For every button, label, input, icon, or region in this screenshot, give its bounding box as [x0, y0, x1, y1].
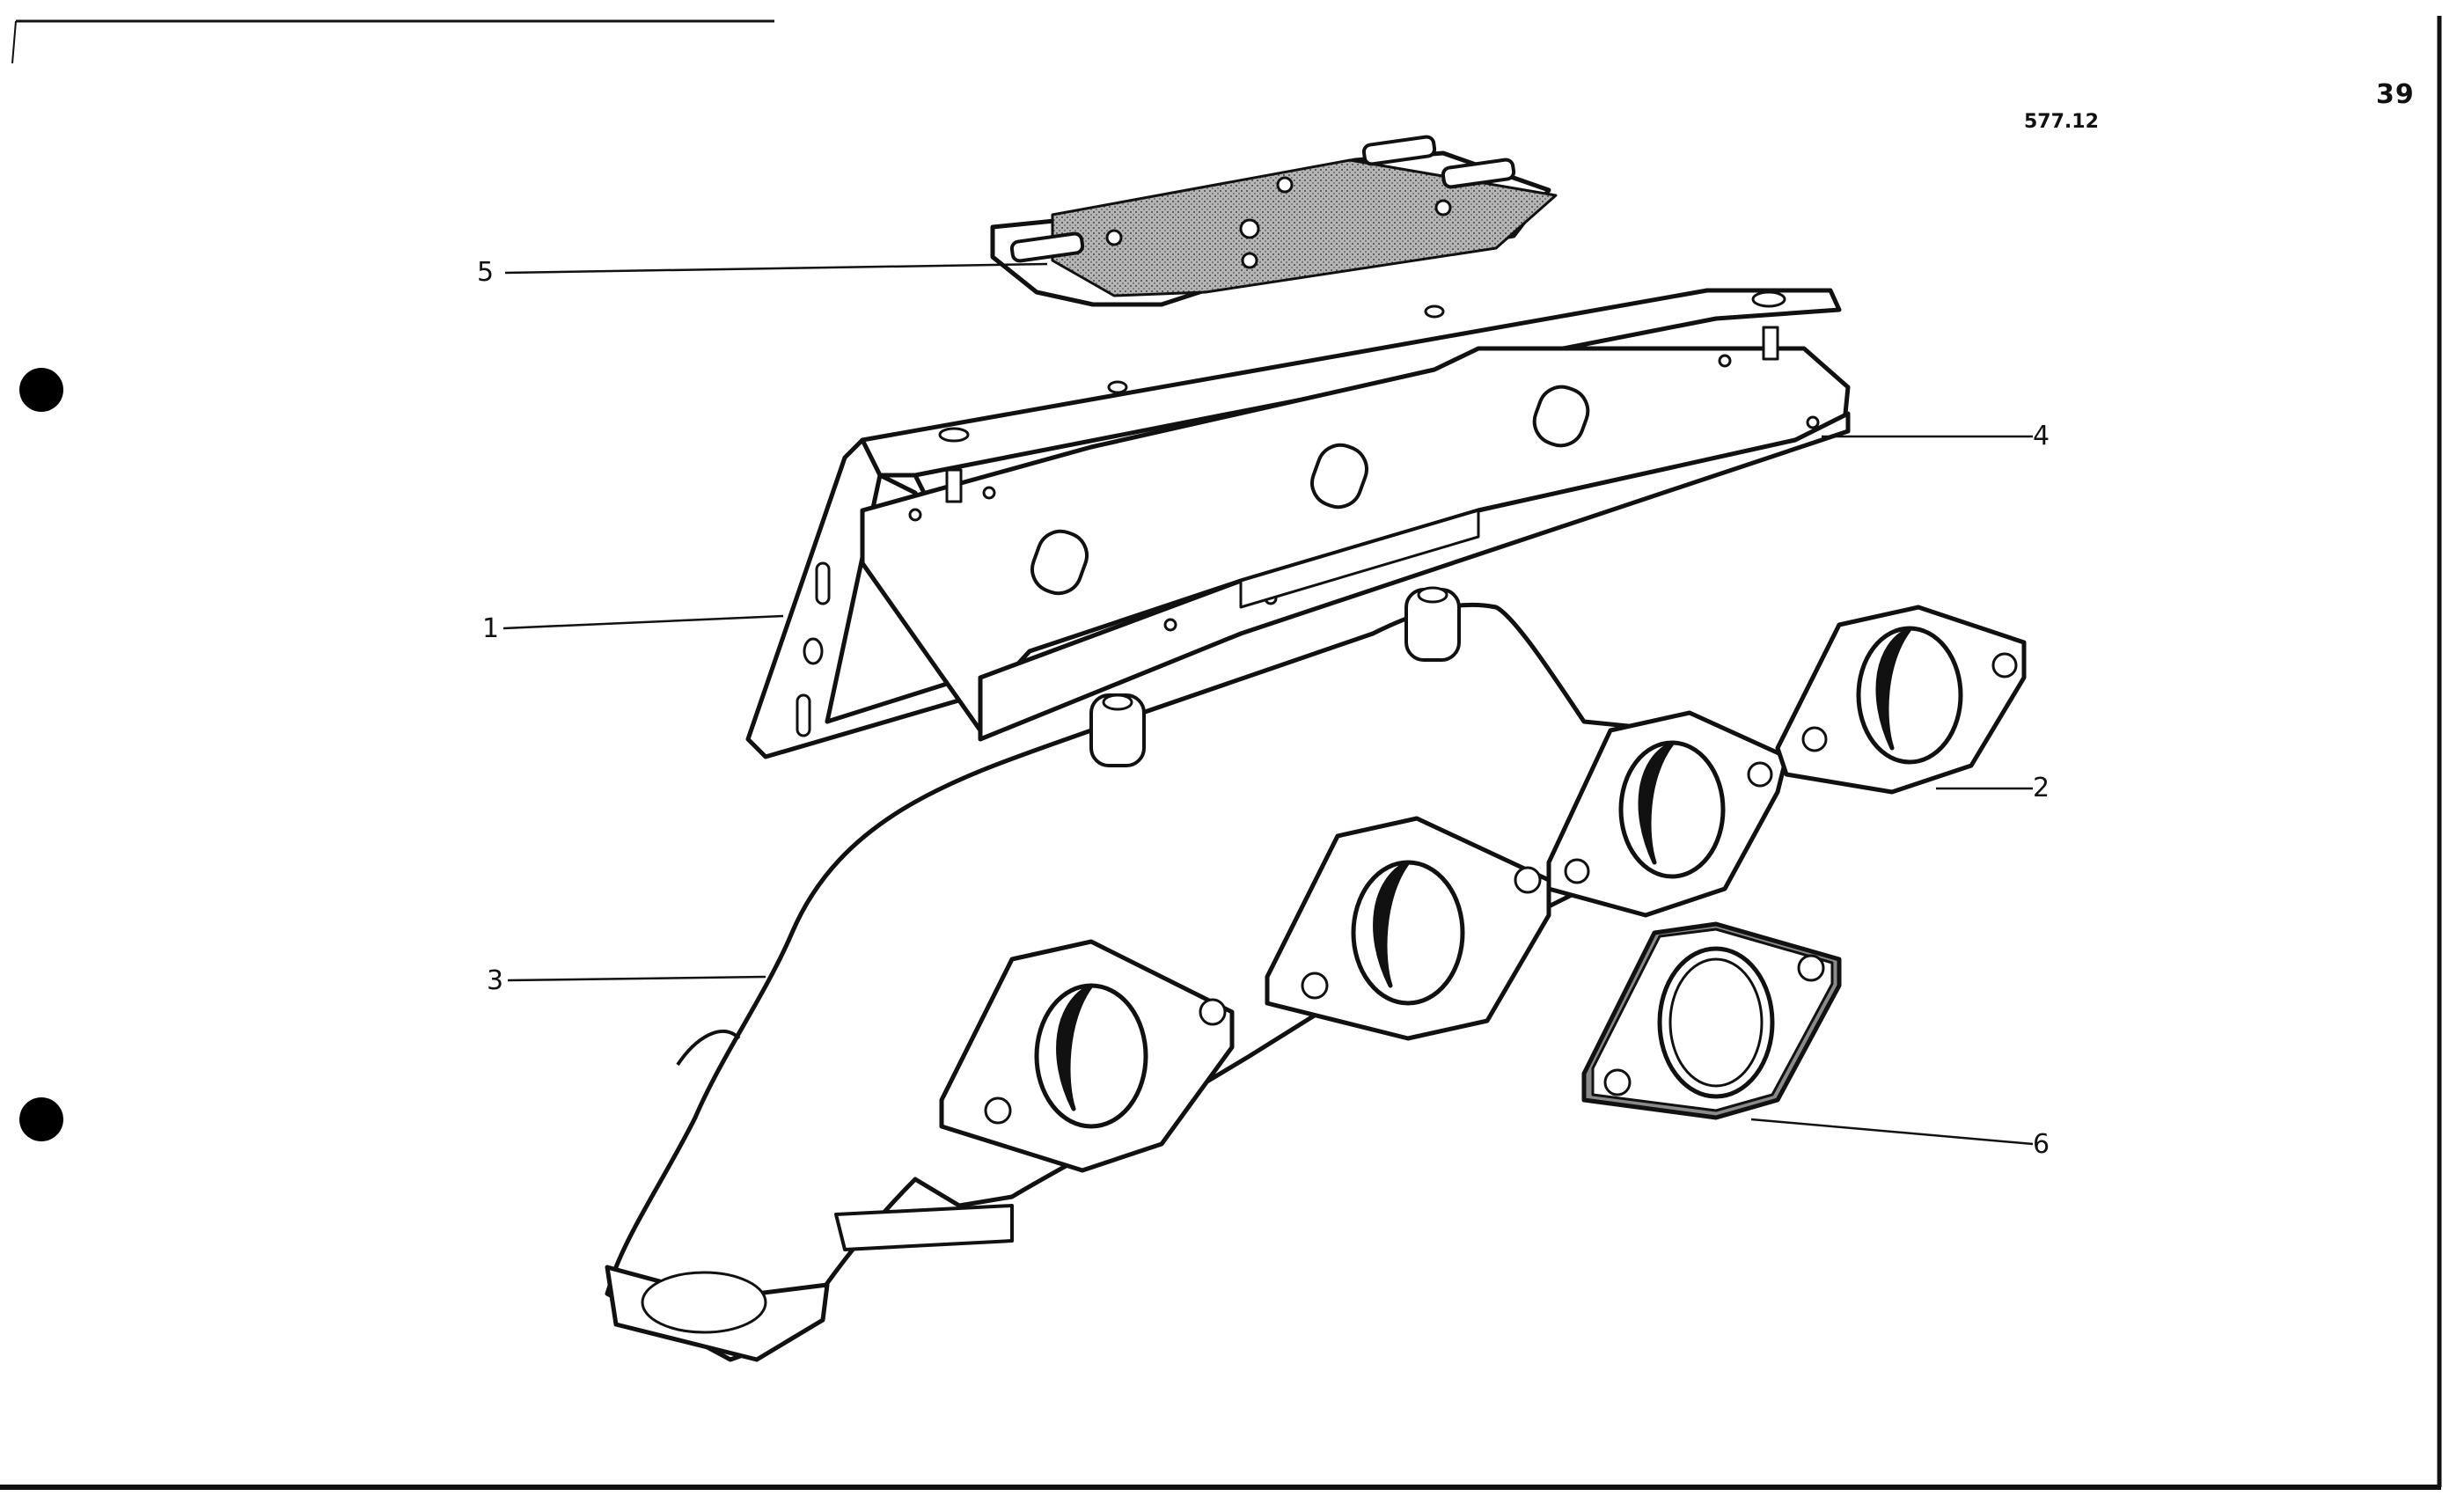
part-2-port-flanges	[939, 605, 2027, 1173]
callout-label-6: 6	[2033, 1129, 2050, 1160]
part-3-exhaust-manifold	[605, 586, 1763, 1362]
page-number: 39	[2376, 79, 2415, 110]
callout-leaders	[502, 262, 2034, 1146]
part-5-gasket-plate	[990, 135, 1558, 307]
leader-3	[507, 975, 766, 982]
callout-label-3: 3	[487, 965, 504, 996]
callout-label-2: 2	[2033, 773, 2050, 803]
part-6-port-gasket	[1581, 921, 1842, 1120]
leader-1	[502, 614, 784, 630]
drawing-reference: 577.12	[2024, 111, 2099, 133]
callout-label-4: 4	[2033, 421, 2050, 451]
callout-label-5: 5	[477, 257, 495, 288]
page-frame	[0, 16, 2442, 1490]
binder-hole-bottom	[19, 1097, 63, 1141]
callout-label-1: 1	[482, 613, 500, 644]
leader-5	[504, 262, 1048, 275]
leader-6	[1750, 1118, 2034, 1146]
part-4-heat-shield-plate	[860, 326, 1851, 742]
binder-hole-top	[19, 368, 63, 412]
